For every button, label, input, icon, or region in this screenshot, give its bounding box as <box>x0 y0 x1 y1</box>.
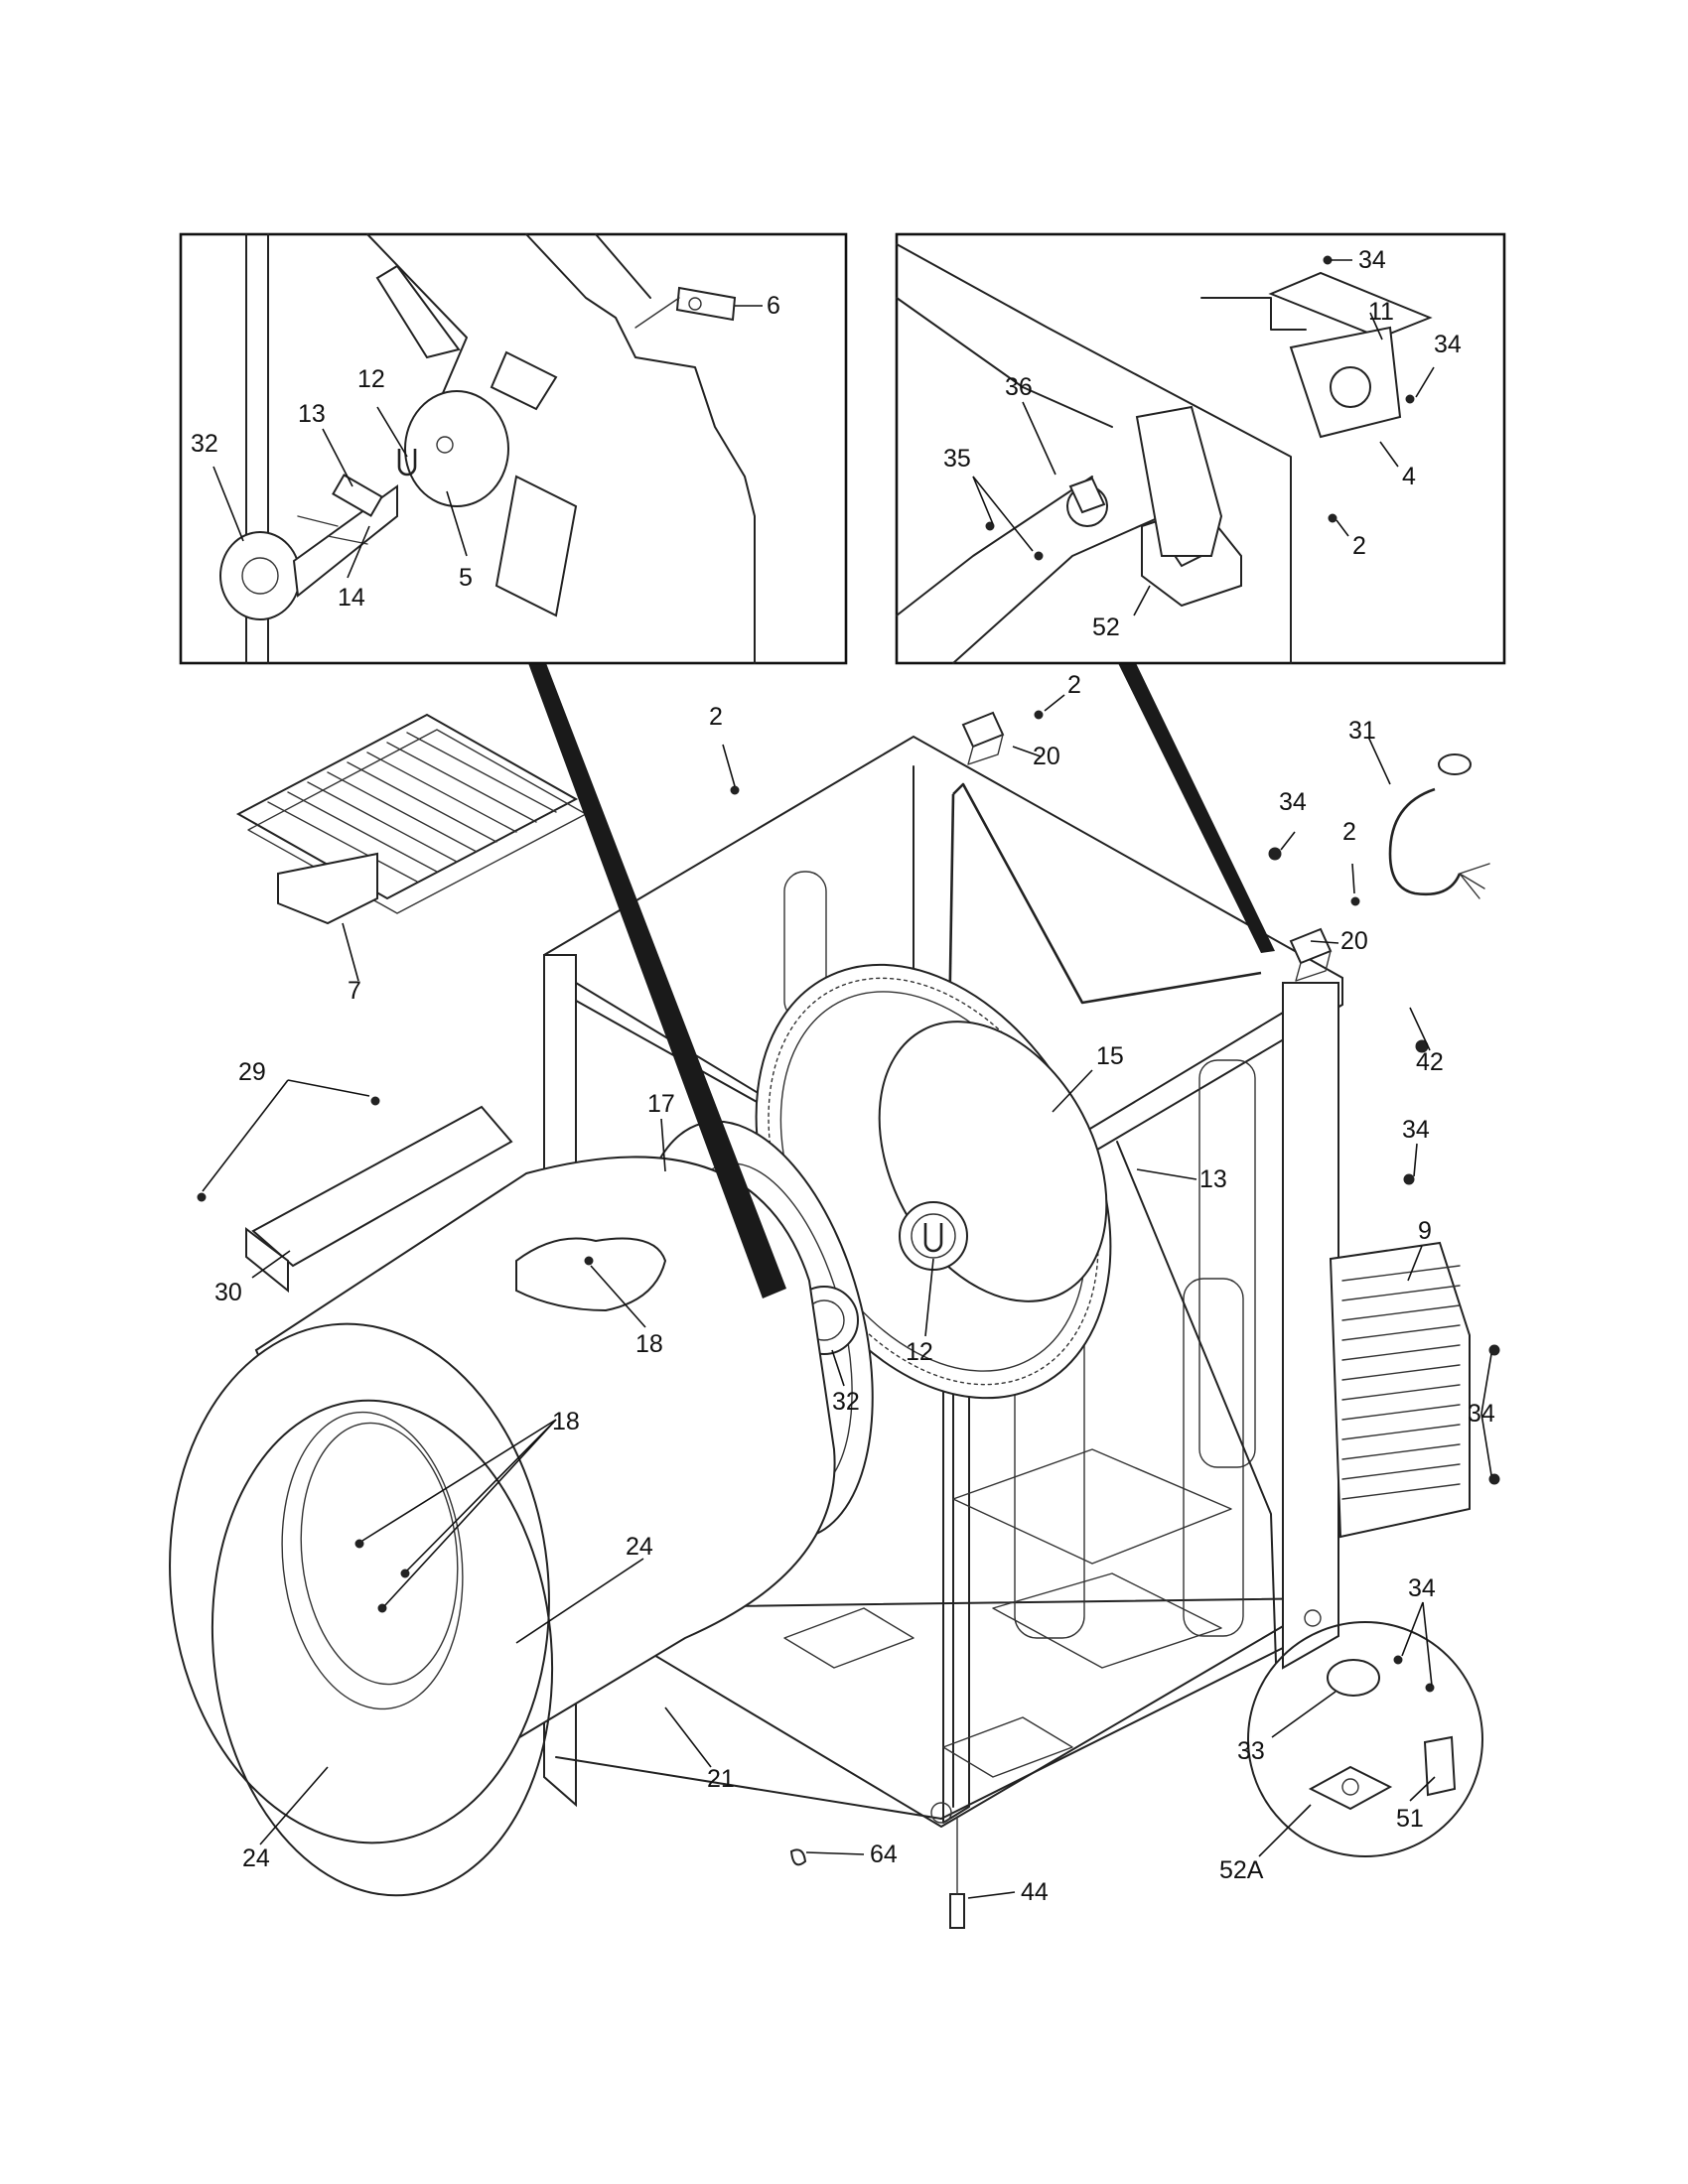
callout-label: 34 <box>1279 788 1307 816</box>
callout-label: 34 <box>1468 1400 1495 1428</box>
screw-icon <box>354 1539 364 1549</box>
screw-icon <box>197 1192 207 1202</box>
callout-label: 12 <box>906 1338 933 1366</box>
screw-icon <box>1403 1173 1415 1185</box>
callout-label: 36 <box>1005 373 1033 401</box>
callout-label: 42 <box>1416 1048 1444 1076</box>
screw-icon <box>1268 847 1282 861</box>
screw-icon <box>1488 1344 1500 1356</box>
callout-label: 30 <box>214 1279 242 1306</box>
leader-lines <box>202 259 1492 1899</box>
callout-label: 11 <box>1368 298 1394 326</box>
callout-label: 34 <box>1434 331 1462 358</box>
callout-label: 52A <box>1219 1856 1264 1884</box>
callout-label: 52 <box>1092 614 1120 641</box>
rear-grille <box>1329 1241 1471 1539</box>
callout-label: 13 <box>298 400 326 428</box>
cabinet-assembly <box>169 711 1490 1929</box>
callout-labels: 6 12 13 32 14 5 34 11 34 36 35 4 2 52 2 … <box>191 246 1495 1906</box>
screw-icon <box>1323 255 1333 265</box>
exhaust-duct <box>245 1105 513 1294</box>
callout-label: 31 <box>1348 717 1376 745</box>
screw-icon <box>1034 710 1044 720</box>
callout-label: 32 <box>191 430 218 458</box>
screw-icon <box>400 1569 410 1578</box>
callout-label: 34 <box>1408 1574 1436 1602</box>
callout-label: 29 <box>238 1058 266 1086</box>
callout-label: 44 <box>1021 1878 1049 1906</box>
leveling-leg <box>949 1816 965 1929</box>
callout-label: 32 <box>832 1388 860 1416</box>
bracket-20-right <box>1289 927 1333 982</box>
screw-icon <box>370 1096 380 1106</box>
callout-label: 51 <box>1396 1805 1424 1833</box>
callout-label: 4 <box>1402 463 1416 490</box>
callout-label: 7 <box>348 977 361 1005</box>
callout-label: 2 <box>709 703 723 731</box>
callout-label: 5 <box>459 564 473 592</box>
screw-icon <box>1034 551 1044 561</box>
callout-label: 2 <box>1342 818 1356 846</box>
callout-label: 33 <box>1237 1737 1265 1765</box>
screw-icon <box>584 1256 594 1266</box>
screw-icon <box>1328 513 1337 523</box>
callout-label: 20 <box>1033 743 1060 770</box>
screw-icon <box>1425 1683 1435 1693</box>
callout-label: 2 <box>1067 671 1081 699</box>
callout-label: 18 <box>552 1408 580 1435</box>
callout-label: 64 <box>870 1841 898 1868</box>
inset-right <box>895 232 1506 665</box>
screw-icon <box>1393 1655 1403 1665</box>
callout-label: 14 <box>338 584 365 612</box>
callout-label: 18 <box>635 1330 663 1358</box>
callout-label: 21 <box>707 1765 735 1793</box>
inset-left <box>179 232 848 665</box>
bracket-20-top <box>961 711 1005 765</box>
callout-label: 20 <box>1340 927 1368 955</box>
callout-label: 35 <box>943 445 971 473</box>
zoom-wedge-left <box>528 663 786 1298</box>
callout-label: 34 <box>1358 246 1386 274</box>
screws <box>197 255 1500 1693</box>
screw-icon <box>1488 1473 1500 1485</box>
callout-label: 13 <box>1199 1165 1227 1193</box>
screw-icon <box>985 521 995 531</box>
callout-label: 2 <box>1352 532 1366 560</box>
screw-icon <box>1405 394 1415 404</box>
callout-label: 12 <box>357 365 385 393</box>
drum <box>169 1156 836 1897</box>
screw-icon <box>730 785 740 795</box>
sensor-detail-circle <box>1116 1141 1483 1857</box>
clip-64 <box>789 1848 807 1866</box>
callout-label: 6 <box>767 292 780 320</box>
power-cord <box>1388 753 1490 899</box>
lint-screen <box>235 713 587 925</box>
callout-label: 17 <box>647 1090 675 1118</box>
screw-icon <box>1350 896 1360 906</box>
callout-label: 34 <box>1402 1116 1430 1144</box>
callout-label: 9 <box>1418 1217 1432 1245</box>
callout-label: 24 <box>626 1533 653 1561</box>
callout-label: 24 <box>242 1844 270 1872</box>
callout-label: 15 <box>1096 1042 1124 1070</box>
zoom-wedge-right <box>1118 663 1275 953</box>
